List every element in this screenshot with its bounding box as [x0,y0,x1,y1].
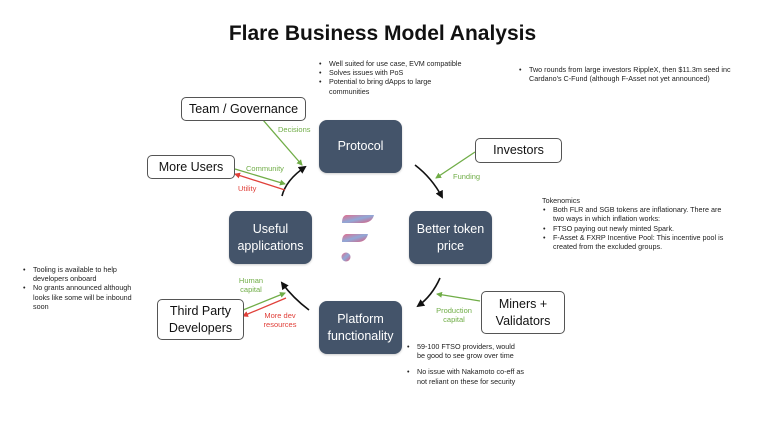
flare-logo-icon [341,215,374,262]
flow-human-capital [242,292,286,311]
label-human-capital: Human capital [238,276,264,294]
tokenomics-item: Both FLR and SGB tokens are inflationary… [543,205,727,223]
note-developers-item: Tooling is available to help developers … [23,265,148,283]
node-team-governance-label: Team / Governance [188,101,299,116]
label-production-capital: Production capital [436,306,472,324]
flow-community [234,168,286,186]
node-useful-applications-label: Useful applications [237,221,304,253]
note-validators-item: 59-100 FTSO providers, would be good to … [407,342,524,360]
note-protocol: Well suited for use case, EVM compatible… [318,59,498,96]
label-utility: Utility [238,184,257,193]
label-decisions: Decisions [278,125,311,134]
node-investors-label: Investors [493,143,544,158]
node-platform-functionality-label: Platform functionality [327,311,394,343]
node-team-governance: Team / Governance [181,97,306,121]
node-more-users: More Users [147,155,235,179]
label-more-dev-resources: More dev resources [263,311,297,329]
node-miners-validators-label: Miners + Validators [495,297,551,328]
node-better-token-price-label: Better token price [416,221,485,253]
tokenomics-subitem: FTSO paying out newly minted Spark. [543,224,727,233]
cycle-arrow-platform-to-apps [280,281,310,311]
note-validators: 59-100 FTSO providers, would be good to … [406,342,524,386]
node-investors: Investors [475,138,562,163]
node-third-party-developers-label: Third Party Developers [168,304,233,335]
node-protocol-label: Protocol [337,139,384,154]
node-better-token-price: Better token price [409,211,492,264]
note-investors-item: Two rounds from large investors RippleX,… [519,65,738,83]
note-developers: Tooling is available to help developers … [22,265,148,311]
note-investors: Two rounds from large investors RippleX,… [518,65,738,83]
flow-more-dev-resources [242,297,287,317]
node-protocol: Protocol [319,120,402,173]
flow-funding [435,151,476,179]
note-developers-item: No grants announced although looks like … [23,283,148,311]
node-miners-validators: Miners + Validators [481,291,565,334]
cycle-arrow-price-to-platform [416,277,441,308]
cycle-arrow-protocol-to-price [414,164,443,199]
note-protocol-item: Well suited for use case, EVM compatible [319,59,498,68]
node-more-users-label: More Users [158,159,224,174]
node-third-party-developers: Third Party Developers [157,299,244,340]
page-title: Flare Business Model Analysis [228,22,537,45]
note-protocol-item: Potential to bring dApps to large commun… [319,77,464,95]
note-validators-item: No issue with Nakamoto co-eff as not rel… [407,367,524,385]
label-community: Community [246,164,284,173]
flow-production-capital [436,291,481,302]
node-platform-functionality: Platform functionality [319,301,402,354]
flare-logo-dot [341,252,351,262]
note-tokenomics: Tokenomics Both FLR and SGB tokens are i… [542,196,727,251]
flare-logo-middle-bar [342,234,368,242]
flare-logo-top-bar [342,215,374,223]
tokenomics-subitem: F-Asset & FXRP Incentive Pool: This ince… [543,233,727,251]
label-funding: Funding [453,172,481,181]
flow-decisions [262,119,303,166]
flow-utility [234,172,286,191]
cycle-arrow-apps-to-protocol [281,165,307,197]
note-protocol-item: Solves issues with PoS [319,68,498,77]
tokenomics-heading: Tokenomics [542,196,580,205]
node-useful-applications: Useful applications [229,211,312,264]
